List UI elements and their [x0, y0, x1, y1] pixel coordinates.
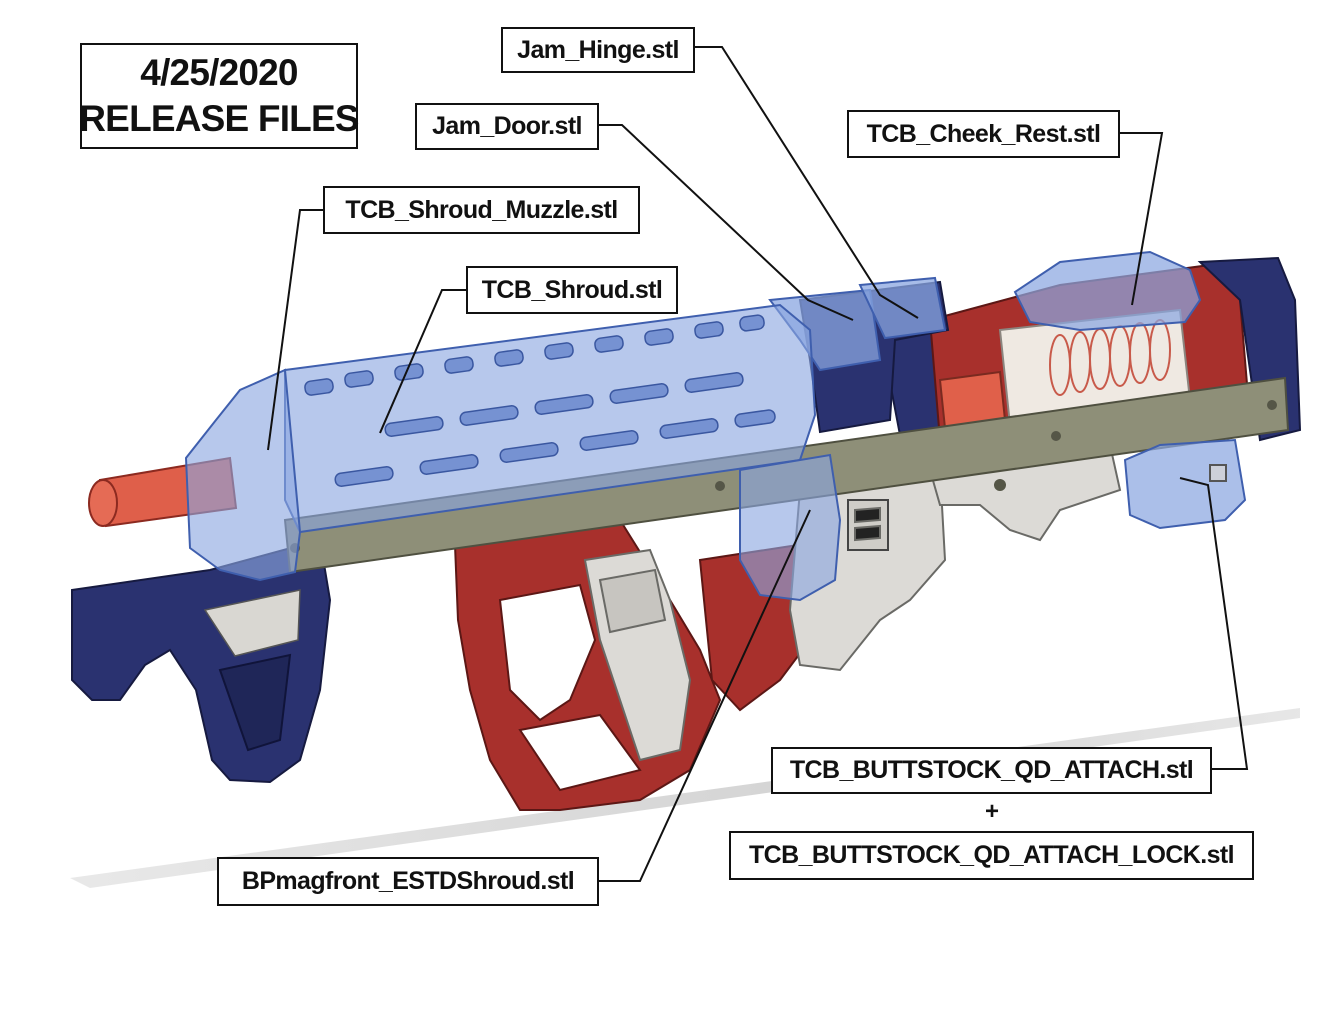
leader-shroud-muzzle — [267, 209, 325, 451]
leader-cheek-rest — [1118, 132, 1164, 306]
label-cheek-rest: TCB_Cheek_Rest.stl — [847, 110, 1120, 158]
label-shroud-muzzle: TCB_Shroud_Muzzle.stl — [323, 186, 640, 234]
release-heading: RELEASE FILES — [79, 98, 359, 139]
magfront-part — [739, 453, 842, 602]
leader-jam-door — [597, 124, 854, 321]
release-title: 4/25/2020 RELEASE FILES — [79, 43, 360, 149]
leader-lines — [267, 46, 1249, 882]
buttstock-qd-part — [1123, 438, 1247, 530]
foregrip — [71, 538, 332, 784]
release-date: 4/25/2020 — [140, 52, 298, 93]
trigger-handle — [583, 548, 692, 762]
leader-jam-hinge — [693, 46, 919, 319]
label-bp-magfront: BPmagfront_ESTDShroud.stl — [217, 857, 599, 906]
label-shroud: TCB_Shroud.stl — [466, 266, 678, 314]
leader-buttstock — [1179, 477, 1249, 770]
leader-magfront — [597, 509, 811, 882]
label-buttstock-qd-attach: TCB_BUTTSTOCK_QD_ATTACH.stl — [771, 747, 1212, 794]
plus-sign: + — [984, 798, 999, 825]
label-buttstock-qd-attach-lock: TCB_BUTTSTOCK_QD_ATTACH_LOCK.stl — [729, 831, 1254, 880]
cheek-rest-part — [1013, 250, 1202, 332]
label-jam-hinge: Jam_Hinge.stl — [501, 27, 695, 73]
leader-shroud — [379, 289, 468, 434]
label-jam-door: Jam_Door.stl — [415, 103, 599, 150]
